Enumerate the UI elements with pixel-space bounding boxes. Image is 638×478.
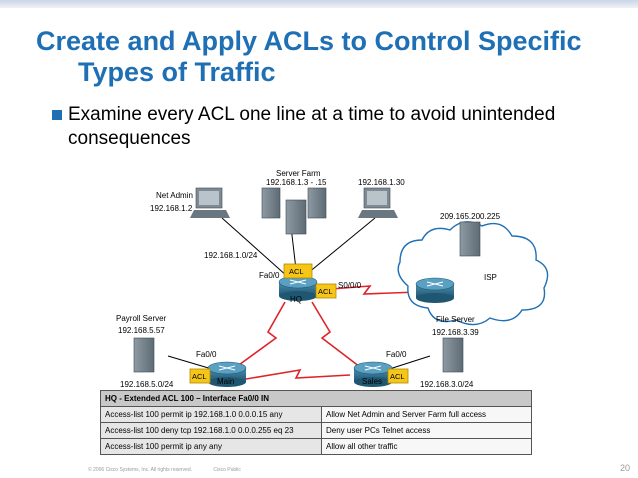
hq-fa-label: Fa0/0: [259, 271, 280, 280]
link-hq-sales: [311, 301, 365, 371]
net-admin-pc-icon: [190, 187, 230, 218]
acl-badge-hq-fa: ACL: [283, 263, 313, 279]
main-router-icon: [207, 361, 247, 387]
svg-text:ACL: ACL: [192, 372, 207, 381]
sales-router-name: Sales: [362, 377, 382, 386]
acl-statement: Access-list 100 permit ip any any: [100, 438, 322, 455]
top-bar: [0, 0, 638, 8]
main-router-name: Main: [217, 377, 234, 386]
isp-server-icon: [459, 221, 481, 257]
sales-fa-label: Fa0/0: [386, 350, 407, 359]
table-row: Access-list 100 permit ip any any Allow …: [100, 438, 532, 455]
link-pc-hq: [301, 217, 376, 279]
link-hq-isp: [317, 285, 419, 295]
file-server-label: File Server: [436, 315, 475, 324]
isp-router-icon: [415, 277, 455, 303]
acl-badge-main: ACL: [189, 368, 211, 384]
slide-title: Create and Apply ACLs to Control Specifi…: [36, 26, 582, 88]
hq-router-name: HQ: [290, 295, 302, 304]
acl-statement: Access-list 100 deny tcp 192.168.1.0 0.0…: [100, 422, 322, 439]
server-farm-label: Server Farm: [276, 169, 321, 178]
pc-ip: 192.168.1.30: [358, 178, 405, 187]
isp-server-ip: 209.165.200.225: [440, 212, 501, 221]
sales-lan-label: 192.168.3.0/24: [420, 380, 474, 389]
net-admin-label: Net Admin: [156, 191, 193, 200]
acl-table-header: HQ - Extended ACL 100 – Interface Fa0/0 …: [100, 390, 532, 407]
hq-router-icon: [278, 275, 318, 301]
file-server-ip: 192.168.3.39: [432, 328, 479, 337]
file-server-icon: [442, 337, 464, 373]
link-hq-main: [231, 301, 286, 371]
server-farm-icon: [261, 187, 327, 235]
payroll-server-icon: [133, 337, 155, 373]
table-row: Access-list 100 deny tcp 192.168.1.0 0.0…: [100, 422, 532, 439]
bullet-marker-icon: [52, 110, 62, 120]
net-admin-ip: 192.168.1.2: [150, 204, 193, 213]
acl-description: Allow all other traffic: [321, 438, 532, 455]
main-fa-label: Fa0/0: [196, 350, 217, 359]
acl-statement: Access-list 100 permit ip 192.168.1.0 0.…: [100, 406, 322, 423]
page-number: 20: [620, 463, 631, 473]
acl-table-header-row: HQ - Extended ACL 100 – Interface Fa0/0 …: [100, 390, 532, 407]
link-main-sales: [239, 368, 351, 381]
server-farm-ip: 192.168.1.3 - .15: [266, 178, 327, 187]
payroll-label: Payroll Server: [116, 314, 167, 323]
svg-text:ACL: ACL: [390, 372, 405, 381]
payroll-ip: 192.168.5.57: [118, 326, 165, 335]
wan-links: [231, 285, 419, 381]
acl-description: Allow Net Admin and Server Farm full acc…: [321, 406, 532, 423]
table-row: Access-list 100 permit ip 192.168.1.0 0.…: [100, 406, 532, 423]
svg-text:ACL: ACL: [289, 267, 304, 276]
acl-description: Deny user PCs Telnet access: [321, 422, 532, 439]
hq-serial-label: S0/0/0: [338, 281, 362, 290]
hq-lan-label: 192.168.1.0/24: [204, 251, 258, 260]
main-lan-label: 192.168.5.0/24: [120, 380, 174, 389]
footer-classification: Cisco Public: [213, 467, 241, 473]
footer-copyright: © 2006 Cisco Systems, Inc. All rights re…: [88, 467, 193, 473]
svg-text:ACL: ACL: [318, 287, 333, 296]
acl-table: HQ - Extended ACL 100 – Interface Fa0/0 …: [100, 390, 532, 455]
title-line-2: Types of Traffic: [78, 57, 276, 87]
pc-icon: [358, 187, 398, 218]
sales-router-icon: [353, 361, 393, 387]
slide-footer: © 2006 Cisco Systems, Inc. All rights re…: [88, 467, 261, 473]
acl-badge-sales: ACL: [387, 368, 409, 384]
acl-badge-hq-serial: ACL: [315, 283, 337, 299]
isp-label: ISP: [484, 273, 497, 282]
bullet-text: Examine every ACL one line at a time to …: [68, 104, 556, 149]
title-line-1: Create and Apply ACLs to Control Specifi…: [36, 26, 582, 56]
